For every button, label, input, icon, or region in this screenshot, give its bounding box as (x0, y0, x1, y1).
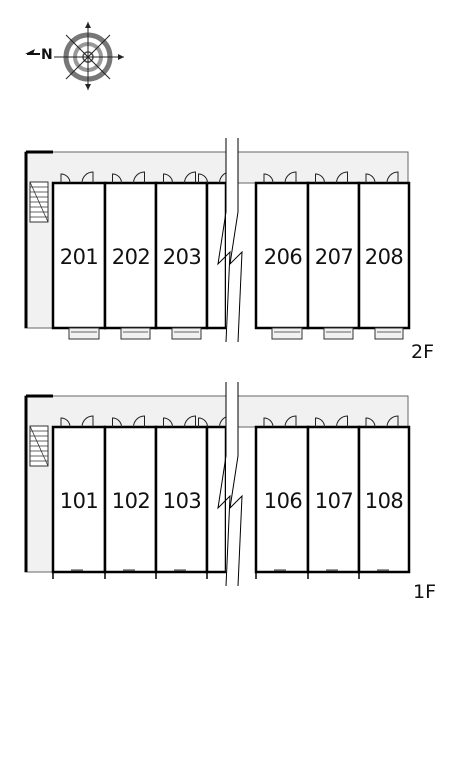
break-line (217, 382, 231, 587)
stair-diagonal (29, 425, 49, 467)
door-arc (81, 171, 94, 184)
door-arc (284, 171, 297, 184)
balcony (323, 327, 354, 340)
unit-number-label: 206 (264, 245, 303, 269)
break-gap (226, 138, 238, 342)
door-arc (60, 173, 71, 184)
north-letter: N (41, 47, 53, 63)
unit-number-label: 202 (112, 245, 151, 269)
unit-room (254, 181, 310, 330)
compass-tick-top (85, 22, 91, 28)
north-arrow-head (25, 49, 35, 54)
door-arc (198, 417, 208, 428)
unit-room (306, 181, 361, 330)
door-swing-icon (263, 415, 297, 428)
door-swing-icon (163, 171, 196, 184)
unit-room (154, 181, 209, 330)
compass-diagonal-b (65, 34, 111, 80)
door-swing-icon (315, 171, 348, 184)
door-swing-icon (112, 171, 145, 184)
compass-tick-bottom (85, 84, 91, 90)
door-arc (263, 417, 274, 428)
unit-number-label: 107 (315, 489, 354, 513)
compass-tick-right (118, 54, 124, 60)
door-swing-icon (365, 415, 399, 428)
door-swing-icon (60, 171, 94, 184)
door-arc (133, 415, 145, 428)
break-line-icon (217, 382, 243, 587)
unit-number-label: 101 (60, 489, 99, 513)
unit-room (357, 425, 411, 574)
door-arc (315, 417, 325, 428)
door-arc (365, 417, 376, 428)
balcony (171, 327, 202, 340)
unit-room (103, 181, 158, 330)
door-swing-icon (112, 415, 145, 428)
unit-number-label: 203 (163, 245, 202, 269)
unit-number-label: 201 (60, 245, 99, 269)
door-arc (112, 417, 122, 428)
balcony (271, 327, 303, 340)
door-arc (386, 171, 399, 184)
unit-number-label: 102 (112, 489, 151, 513)
balcony (374, 327, 404, 340)
unit-room (205, 181, 228, 330)
unit-room (51, 181, 107, 330)
unit-room (205, 425, 228, 574)
door-arc (112, 173, 122, 184)
break-line (229, 382, 243, 587)
staircase (29, 425, 49, 467)
floor-label-2f: 2F (411, 341, 434, 363)
door-swing-icon (263, 171, 297, 184)
break-line-icon (217, 138, 243, 343)
unit-number-label: 207 (315, 245, 354, 269)
balcony (68, 327, 100, 340)
floor-plan-1f: 101 102 103 106 107 108 (24, 382, 411, 587)
door-arc (184, 415, 196, 428)
door-arc (336, 171, 348, 184)
door-swing-icon (365, 171, 399, 184)
door-arc (198, 173, 208, 184)
door-arc (284, 415, 297, 428)
door-swing-icon (60, 415, 94, 428)
door-arc (163, 417, 173, 428)
door-arc (163, 173, 173, 184)
door-arc (386, 415, 399, 428)
door-arc (336, 415, 348, 428)
door-arc (133, 171, 145, 184)
unit-number-label: 106 (264, 489, 303, 513)
unit-number-label: 103 (163, 489, 202, 513)
unit-number-label: 208 (365, 245, 404, 269)
floor-label-1f: 1F (413, 581, 436, 603)
door-arc (315, 173, 325, 184)
door-arc (81, 415, 94, 428)
break-line (217, 138, 231, 343)
break-gap (226, 382, 238, 586)
door-arc (365, 173, 376, 184)
door-arc (263, 173, 274, 184)
compass-rose-icon: N (25, 22, 124, 90)
door-swing-icon (315, 415, 348, 428)
door-swing-icon (163, 415, 196, 428)
stair-diagonal (29, 181, 49, 223)
door-arc (60, 417, 71, 428)
staircase (29, 181, 49, 223)
break-line (229, 138, 243, 343)
floor-plan-2f: 201 202 203 206 207 208 (24, 138, 411, 343)
balcony (120, 327, 151, 340)
unit-number-label: 108 (365, 489, 404, 513)
door-arc (184, 171, 196, 184)
unit-room (154, 425, 209, 574)
